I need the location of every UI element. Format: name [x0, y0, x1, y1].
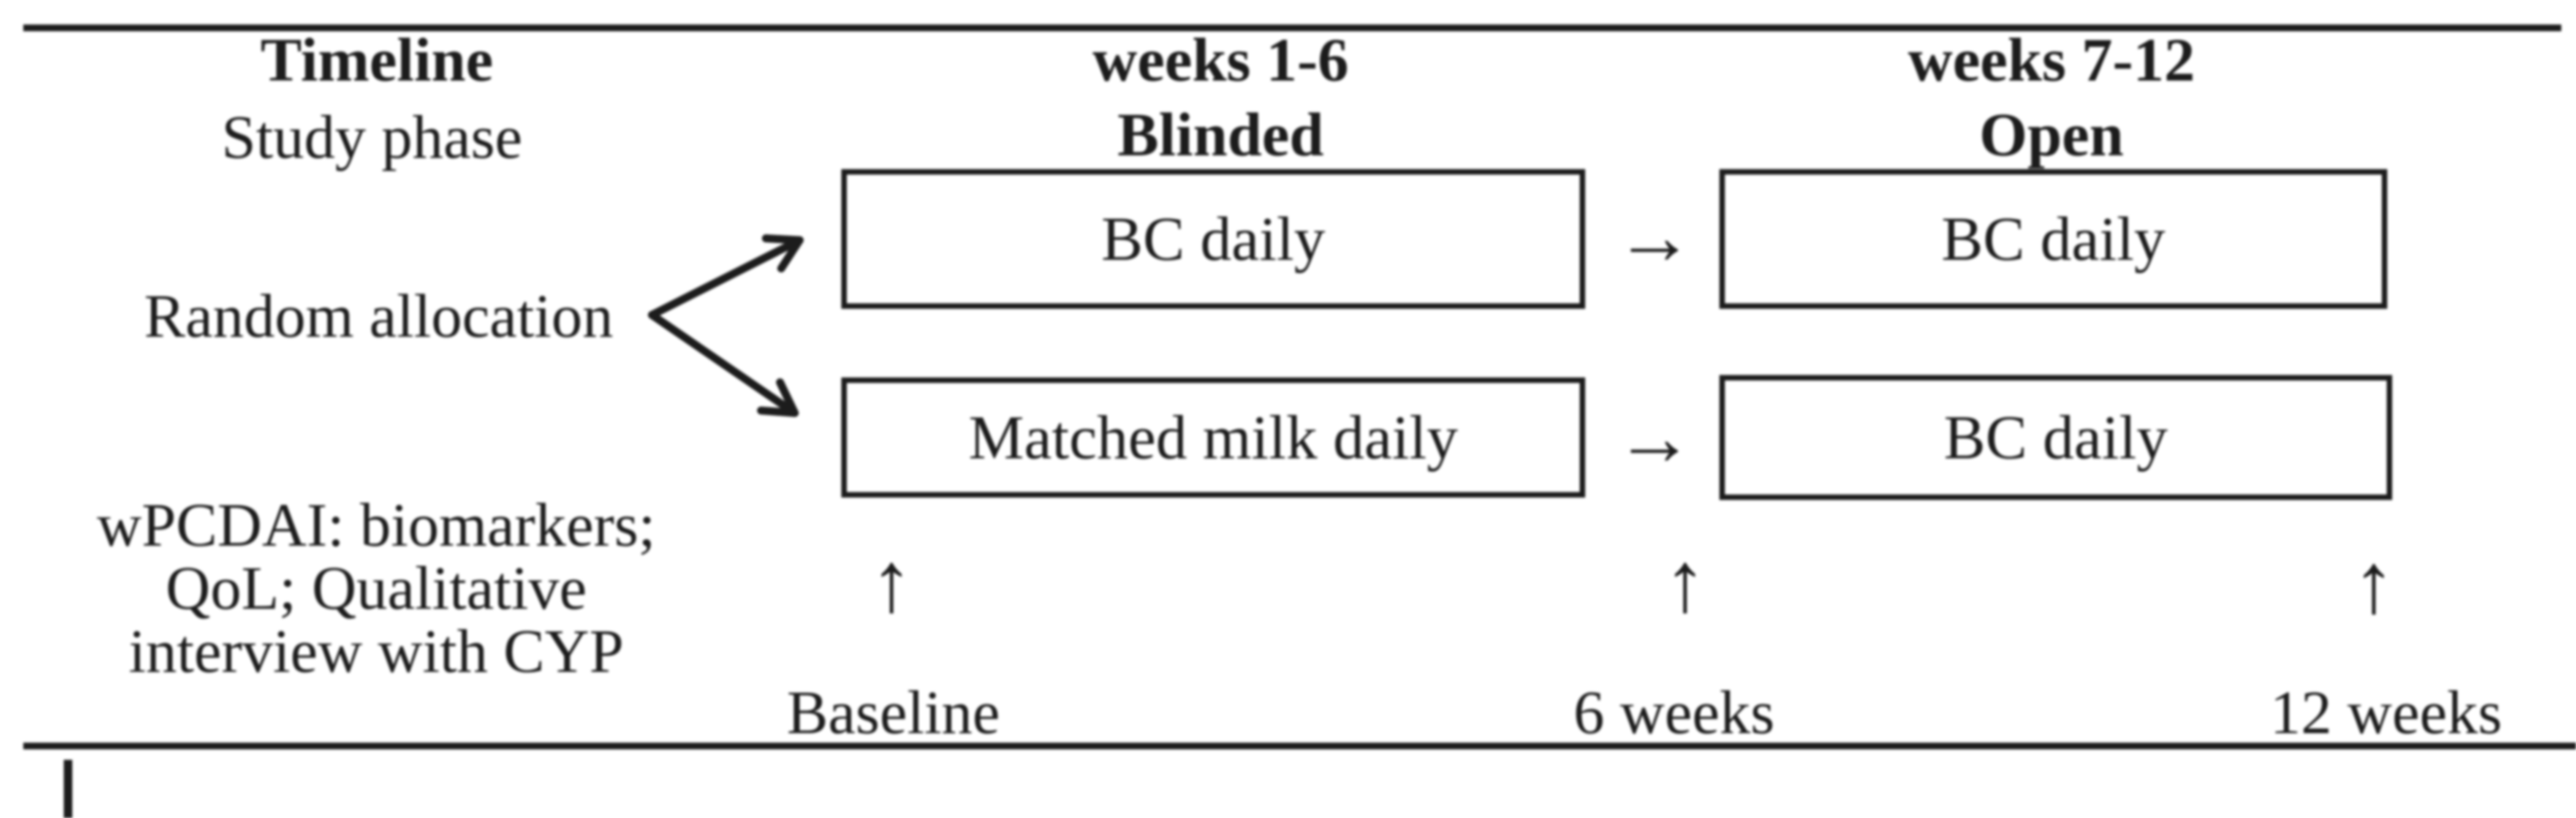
assessments-line-3: interview with CYP [129, 616, 624, 686]
box-arm2-open-label: BC daily [1944, 403, 2168, 472]
header-open: Open [1979, 100, 2124, 169]
arrow-right-icon-arm1: → [1615, 193, 1694, 281]
random-allocation-label: Random allocation [144, 281, 613, 350]
header-timeline: Timeline [260, 25, 493, 94]
box-arm1-open: BC daily [1719, 169, 2387, 309]
timepoint-baseline: Baseline [787, 678, 1000, 747]
assessments-line-1: wPCDAI: biomarkers; [97, 490, 656, 559]
arrow-up-icon-week6: ↑ [1664, 535, 1707, 630]
header-blinded: Blinded [1117, 100, 1324, 169]
arrow-right-icon-arm2: → [1615, 394, 1694, 482]
box-arm1-open-label: BC daily [1941, 204, 2165, 274]
header-weeks-1-6: weeks 1-6 [1093, 25, 1349, 94]
timepoint-12-weeks: 12 weeks [2270, 678, 2502, 747]
header-study-phase: Study phase [221, 102, 523, 172]
box-arm2-open: BC daily [1719, 375, 2392, 500]
box-arm2-blinded: Matched milk daily [841, 377, 1585, 498]
box-arm1-blinded: BC daily [841, 169, 1585, 309]
box-arm1-blinded-label: BC daily [1101, 204, 1325, 274]
timepoint-6-weeks: 6 weeks [1573, 678, 1775, 747]
top-rule [23, 25, 2561, 31]
arrow-up-icon-week12: ↑ [2352, 536, 2395, 631]
bottom-rule [23, 743, 2576, 749]
assessments-label: wPCDAI: biomarkers; QoL; Qualitative int… [97, 493, 656, 683]
box-arm2-blinded-label: Matched milk daily [968, 403, 1458, 472]
assessments-line-2: QoL; Qualitative [165, 553, 587, 623]
text-cursor-mark [64, 760, 72, 818]
arrow-up-icon-baseline: ↑ [870, 535, 913, 630]
header-weeks-7-12: weeks 7-12 [1907, 25, 2195, 94]
